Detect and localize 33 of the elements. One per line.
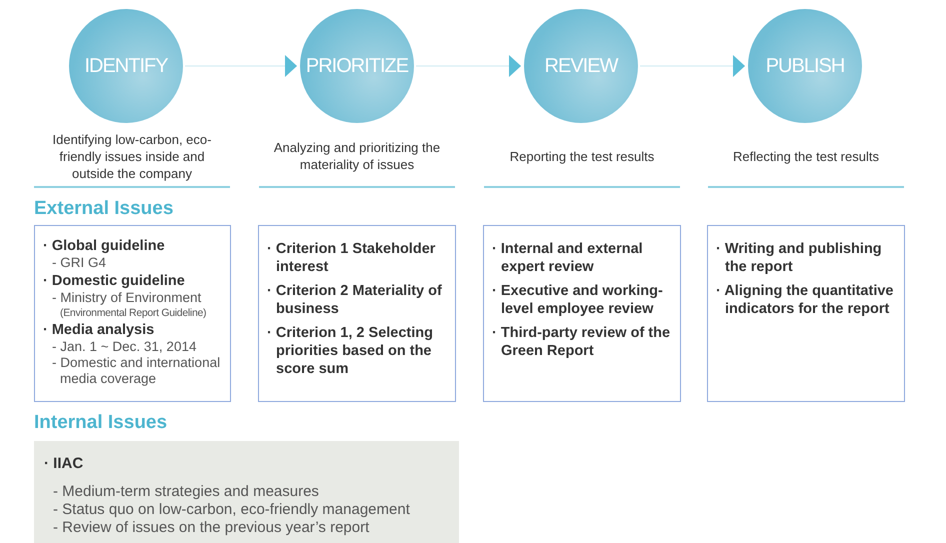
step-description: Identifying low-carbon, eco-friendly issues inside and outside the company bbox=[52, 130, 212, 182]
list-item: · Criterion 1 Stakeholder interest bbox=[267, 240, 436, 276]
list-item: · Aligning the quantitative indicators for the report bbox=[716, 282, 894, 318]
section-heading: External Issues bbox=[34, 198, 174, 220]
list-item: · Internal and external expert review bbox=[492, 240, 644, 276]
chevron-arrow bbox=[640, 55, 746, 77]
chevron-arrow bbox=[416, 55, 522, 77]
sub-item: (Environmental Report Guideline) bbox=[59, 306, 208, 320]
list-item: · IIAC bbox=[44, 455, 84, 473]
list-item: · Writing and publishing the report bbox=[716, 240, 883, 276]
list-item: · Media analysis bbox=[43, 322, 156, 339]
sub-item: - GRI G4 bbox=[51, 255, 108, 271]
chevron-arrow bbox=[184, 55, 298, 77]
list-item: · Domestic guideline bbox=[43, 273, 186, 290]
step-title: PUBLISH bbox=[766, 54, 844, 78]
step-title: PRIORITIZE bbox=[306, 54, 408, 78]
list-item: · Criterion 2 Materiality of business bbox=[267, 282, 443, 318]
step-description: Reporting the test results bbox=[510, 148, 654, 164]
list-item: · Executive and working-level employee review bbox=[492, 282, 664, 318]
sub-item: - Jan. 1 ~ Dec. 31, 2014 bbox=[51, 339, 198, 355]
sub-item: - Ministry of Environment bbox=[51, 290, 202, 306]
step-description: Analyzing and prioritizing the materiality of issues bbox=[272, 139, 442, 173]
sub-item: - Review of issues on the previous year’s report bbox=[52, 519, 370, 537]
sub-item: - Status quo on low-carbon, eco-friendly management bbox=[52, 501, 411, 519]
step-description: Reflecting the test results bbox=[733, 148, 879, 164]
sub-item: - Medium-term strategies and measures bbox=[52, 483, 320, 501]
sub-item: - Domestic and international media coverage bbox=[51, 355, 222, 387]
section-heading: Internal Issues bbox=[34, 412, 168, 434]
step-title: REVIEW bbox=[544, 54, 618, 78]
list-item: · Global guideline bbox=[43, 238, 166, 255]
step-title: IDENTIFY bbox=[84, 54, 168, 78]
list-item: · Third-party review of the Green Report bbox=[492, 324, 672, 360]
list-item: · Criterion 1, 2 Selecting priorities based on the score sum bbox=[267, 324, 434, 378]
